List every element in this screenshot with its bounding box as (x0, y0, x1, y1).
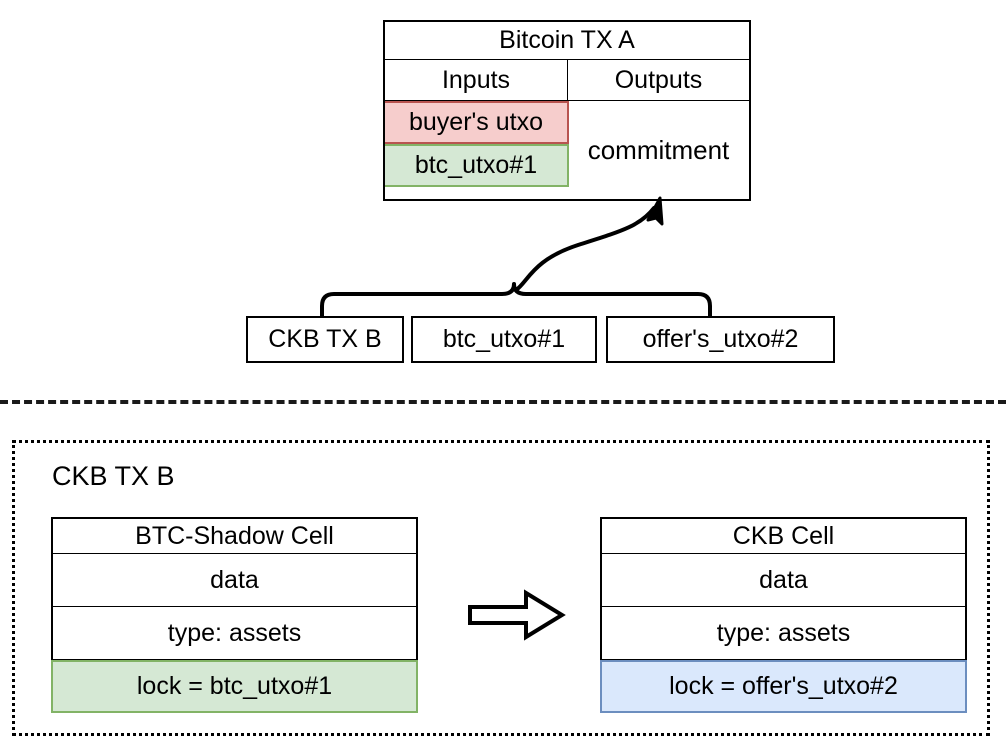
block-arrow-right-icon (468, 589, 566, 641)
inputs-column-frame (383, 101, 569, 201)
btc-shadow-cell-row-type: type: assets (51, 607, 418, 661)
btc-shadow-cell-header: BTC-Shadow Cell (51, 517, 418, 555)
btc-shadow-cell-table: BTC-Shadow Cell data type: assets lock =… (51, 517, 418, 713)
bitcoin-tx-header: Bitcoin TX A (383, 20, 751, 61)
ckb-tx-b-detail-title: CKB TX B (52, 461, 175, 491)
input-buyers-utxo: buyer's utxo (383, 101, 569, 144)
btc-shadow-cell-row-lock: lock = btc_utxo#1 (51, 660, 418, 713)
ckb-tx-b-detail-region (12, 440, 990, 736)
ckb-tx-b-item-offers-utxo-2: offer's_utxo#2 (606, 316, 835, 363)
btc-shadow-cell-row-data: data (51, 554, 418, 608)
ckb-cell-table: CKB Cell data type: assets lock = offer'… (600, 517, 967, 713)
ckb-cell-row-lock: lock = offer's_utxo#2 (600, 660, 967, 713)
ckb-tx-b-name-box: CKB TX B (246, 316, 404, 363)
section-divider (0, 400, 1006, 404)
ckb-cell-header: CKB Cell (600, 517, 967, 555)
arrow-head (646, 196, 664, 226)
output-commitment: commitment (568, 101, 751, 201)
curly-brace-path (320, 282, 712, 320)
ckb-tx-b-item-btc-utxo-1: btc_utxo#1 (411, 316, 597, 363)
ckb-cell-row-type: type: assets (600, 607, 967, 661)
outputs-column-header: Outputs (568, 60, 751, 102)
arrow-curve-path (514, 206, 656, 292)
inputs-column-header: Inputs (383, 60, 569, 102)
ckb-cell-row-data: data (600, 554, 967, 608)
brace-and-arrow-connector (320, 196, 712, 320)
bitcoin-tx-table: Bitcoin TX A Inputs Outputs commitment b… (383, 20, 751, 201)
input-btc-utxo-1: btc_utxo#1 (383, 144, 569, 187)
